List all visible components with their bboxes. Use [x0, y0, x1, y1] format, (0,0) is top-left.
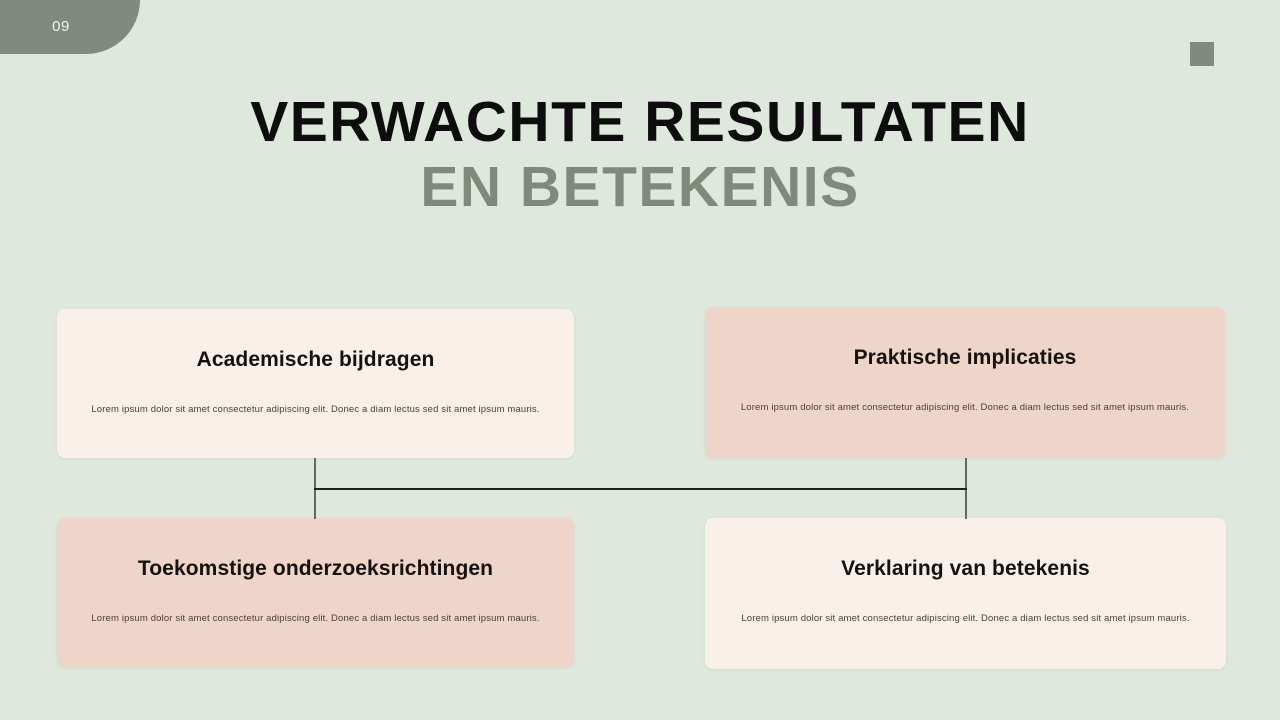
card-body-text: Lorem ipsum dolor sit amet consectetur a… — [91, 613, 540, 624]
card-title: Verklaring van betekenis — [841, 557, 1090, 580]
connector-line-horizontal — [314, 488, 967, 490]
card-body-text: Lorem ipsum dolor sit amet consectetur a… — [741, 613, 1190, 624]
title-line-secondary: EN BETEKENIS — [420, 155, 860, 220]
card-verklaring-van-betekenis[interactable]: Verklaring van betekenis Lorem ipsum dol… — [705, 518, 1226, 669]
card-praktische-implicaties[interactable]: Praktische implicaties Lorem ipsum dolor… — [705, 307, 1225, 458]
card-title: Praktische implicaties — [853, 346, 1077, 369]
page-title: VERWACHTE RESULTATEN EN BETEKENIS — [0, 92, 1280, 223]
card-toekomstige-onderzoeksrichtingen[interactable]: Toekomstige onderzoeksrichtingen Lorem i… — [57, 518, 574, 667]
card-body-text: Lorem ipsum dolor sit amet consectetur a… — [740, 402, 1190, 413]
decorative-square — [1190, 42, 1214, 66]
page-number-badge: 09 — [0, 0, 140, 54]
title-line-primary: VERWACHTE RESULTATEN — [250, 90, 1030, 154]
card-body-text: Lorem ipsum dolor sit amet consectetur a… — [91, 404, 540, 415]
card-title: Toekomstige onderzoeksrichtingen — [137, 557, 494, 580]
card-title: Academische bijdragen — [196, 348, 435, 371]
page-number-label: 09 — [52, 17, 70, 35]
card-academische-bijdragen[interactable]: Academische bijdragen Lorem ipsum dolor … — [57, 309, 574, 458]
